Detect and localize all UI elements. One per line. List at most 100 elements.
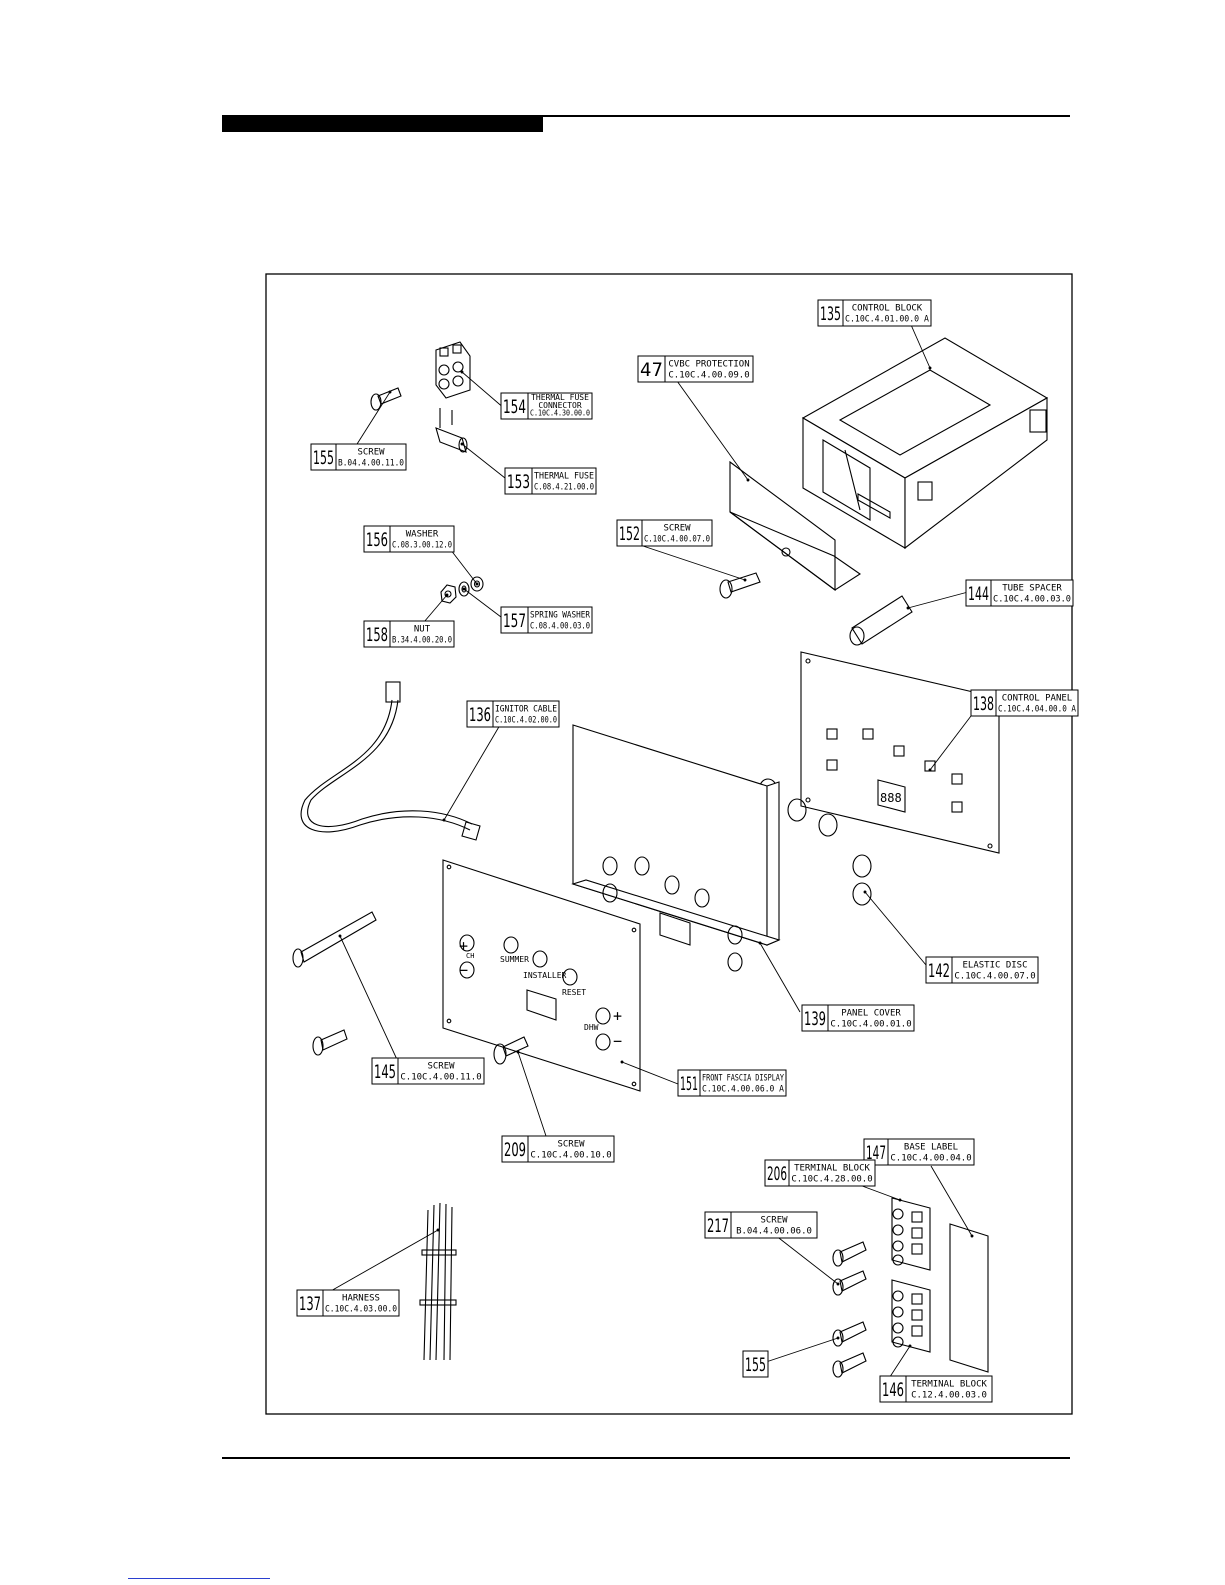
part-nut <box>440 584 457 604</box>
callout-number: 158 <box>366 624 388 646</box>
callout-number: 206 <box>767 1163 787 1185</box>
part-control-block <box>801 337 1049 550</box>
callout-name: FRONT FASCIA DISPLAY <box>702 1073 784 1083</box>
callout-code: B.04.4.00.06.0 <box>736 1227 812 1237</box>
callout-code: C.08.3.00.12.0 <box>392 541 452 551</box>
callout-name: WASHER <box>406 529 439 539</box>
label-minus-dhw: − <box>613 1032 622 1050</box>
callout-number: 157 <box>503 610 526 632</box>
callout-number: 142 <box>928 960 950 982</box>
callout-name: SCREW <box>427 1061 455 1071</box>
callout-code: C.10C.4.00.06.0 A <box>702 1085 785 1095</box>
callout-code: C.10C.4.04.00.0 A <box>998 705 1076 715</box>
callout-number-box <box>965 579 992 607</box>
callout-name: SCREW <box>760 1215 788 1225</box>
part-screws-217 <box>832 1241 867 1378</box>
callout-number-box <box>500 606 529 634</box>
callout-text-box <box>527 392 593 420</box>
callout-number: 156 <box>366 529 388 551</box>
callout-number-box <box>616 519 643 547</box>
label-summer: SUMMER <box>500 955 529 964</box>
callout-code: C.10C.4.00.09.0 <box>668 371 749 381</box>
callout-number-box <box>742 1350 769 1378</box>
callout-code: C.10C.4.28.00.0 <box>791 1175 872 1185</box>
part-front-fascia <box>442 859 641 1092</box>
callout-code: C.08.4.21.00.0 <box>534 483 594 493</box>
callout-number: 147 <box>866 1142 886 1164</box>
callout-text-box <box>664 355 754 383</box>
callout-name2: CONNECTOR <box>538 401 582 410</box>
callout-name: CVBC PROTECTION <box>668 359 749 369</box>
part-screw-209 <box>493 1036 529 1065</box>
callout-number: 155 <box>313 447 334 469</box>
label-plus-dhw: + <box>613 1007 622 1025</box>
label-dhw: DHW <box>584 1023 599 1032</box>
callout-code: C.10C.4.00.10.0 <box>530 1151 611 1161</box>
callout-text-box <box>389 620 455 648</box>
callout-code: C.10C.4.00.07.0 <box>644 535 710 545</box>
callout-name: BASE LABEL <box>904 1142 958 1152</box>
callout-code: B.34.4.00.20.0 <box>392 636 452 646</box>
label-display: 888 <box>880 791 902 805</box>
callout-209: 209 SCREW C.10C.4.00.10.0 <box>501 1135 615 1163</box>
part-thermal-fuse <box>435 408 468 453</box>
callout-code: B.04.4.00.11.0 <box>338 459 404 469</box>
callout-number-box <box>310 443 337 471</box>
callout-number-box <box>504 467 533 495</box>
callout-code: C.10C.4.02.00.0 <box>495 716 557 726</box>
callout-code: C.08.4.00.03.0 <box>530 622 590 632</box>
callout-text-box <box>492 700 560 728</box>
callout-number-box <box>466 700 494 728</box>
callout-number-box <box>970 689 997 717</box>
label-reset: RESET <box>562 988 586 997</box>
part-screw-145 <box>292 911 377 1056</box>
label-plus-ch: + <box>459 937 468 955</box>
callout-number: 138 <box>973 693 994 715</box>
callout-code: C.10C.4.00.03.0 <box>993 595 1071 605</box>
callout-name: THERMAL FUSE <box>531 393 589 402</box>
callout-number-box <box>764 1159 790 1187</box>
callout-number-box <box>801 1004 829 1032</box>
callout-text-box <box>905 1375 993 1403</box>
callout-number-box <box>925 956 953 984</box>
callout-number-box <box>296 1289 324 1317</box>
callout-number: 209 <box>504 1139 526 1161</box>
callout-name: SCREW <box>663 523 691 533</box>
callout-text-box <box>827 1004 915 1032</box>
callout-144: 144 TUBE SPACER C.10C.4.00.03.0 <box>965 579 1074 607</box>
callout-name: SCREW <box>357 447 385 457</box>
callout-name: SCREW <box>557 1139 585 1149</box>
part-screw-152 <box>719 572 761 599</box>
diagram-frame <box>265 273 1073 1415</box>
callout-number: 153 <box>507 471 530 493</box>
callout-text-box <box>335 443 407 471</box>
callout-156: 156 WASHER C.08.3.00.12.0 <box>363 525 455 553</box>
callout-text-box <box>990 579 1074 607</box>
callout-name: TUBE SPACER <box>1002 583 1062 593</box>
callout-number: 47 <box>640 359 663 381</box>
callout-name: THERMAL FUSE <box>534 471 594 481</box>
part-spring-washer <box>458 581 470 597</box>
callout-text-box <box>397 1057 485 1085</box>
leader-lines <box>321 317 975 1387</box>
callout-number-box <box>637 355 666 383</box>
callout-number: 144 <box>968 583 989 605</box>
part-thermal-fuse-connector <box>435 341 471 399</box>
callout-text-box <box>389 525 455 553</box>
callout-number: 136 <box>469 704 491 726</box>
callout-number-box <box>363 525 391 553</box>
footer-rule <box>222 1457 1070 1459</box>
part-ignitor-cable <box>300 681 481 841</box>
callout-code: C.10C.4.00.04.0 <box>890 1154 971 1164</box>
callout-name: SPRING WASHER <box>530 610 590 620</box>
callout-text-box <box>527 606 593 634</box>
callout-code: C.10C.4.01.00.0 A <box>845 315 930 325</box>
